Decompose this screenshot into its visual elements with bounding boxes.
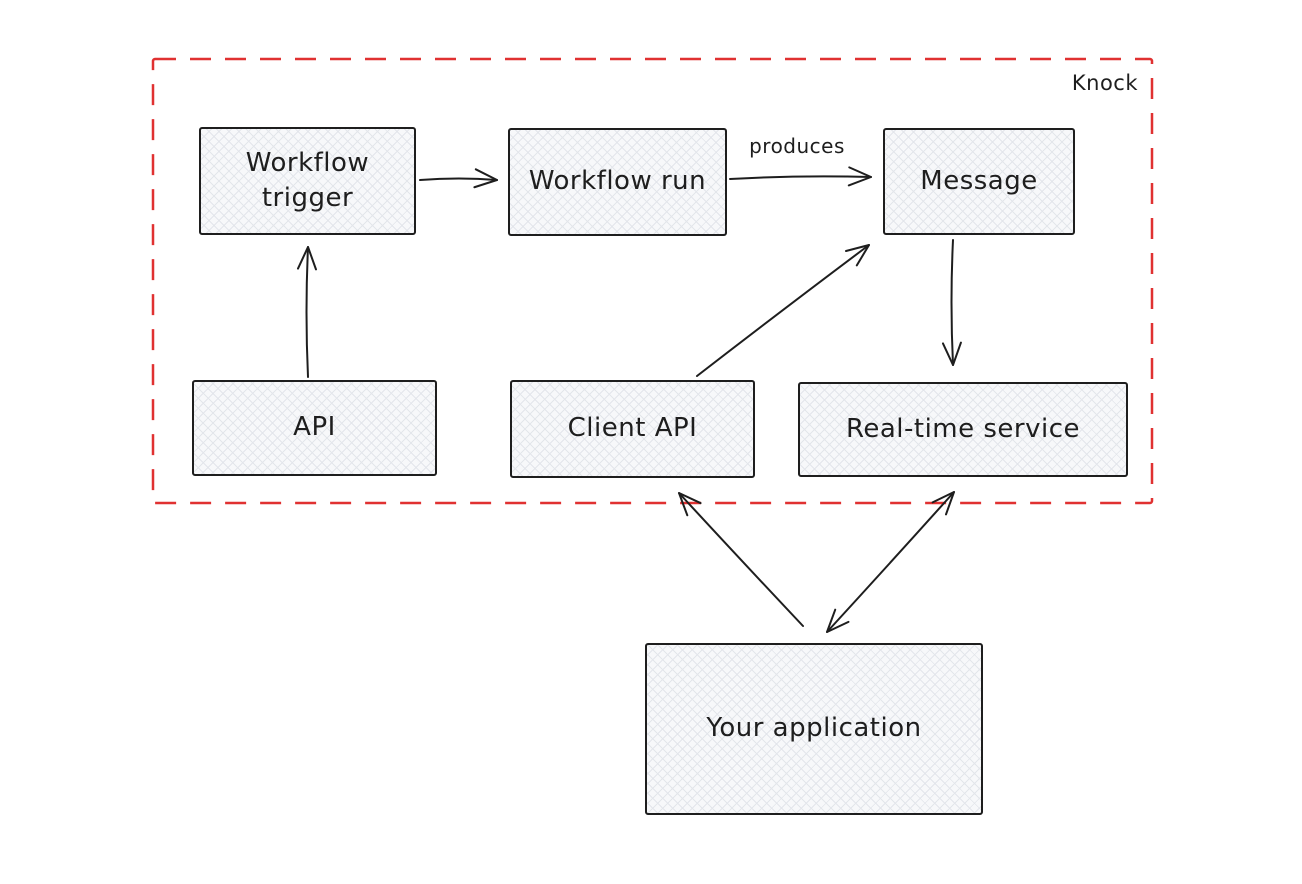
node-client-api-label: Client API	[567, 413, 698, 444]
arrow-client-api-to-message	[696, 244, 870, 377]
node-api: API	[192, 380, 437, 476]
arrow-your-application-to-client-api	[678, 492, 804, 627]
arrow-api-to-workflow-trigger	[296, 246, 317, 378]
node-your-application-label: Your application	[706, 713, 922, 744]
node-message-label: Message	[920, 165, 1038, 196]
node-client-api: Client API	[510, 380, 755, 478]
node-message: Message	[883, 128, 1075, 235]
arrow-workflow-run-to-message	[729, 166, 872, 187]
arrow-message-to-realtime-service	[941, 239, 962, 366]
node-your-application: Your application	[645, 643, 983, 815]
arrow-workflow-trigger-to-workflow-run	[419, 168, 498, 189]
node-workflow-run: Workflow run	[508, 128, 727, 236]
node-workflow-trigger-label: Workflow trigger	[245, 147, 370, 213]
node-workflow-run-label: Workflow run	[528, 166, 707, 197]
node-realtime-service: Real-time service	[798, 382, 1128, 477]
node-api-label: API	[293, 412, 336, 443]
node-workflow-trigger: Workflow trigger	[199, 127, 416, 235]
arrow-your-application-realtime-service-bidirectional	[826, 491, 955, 633]
edge-label-produces: produces	[749, 134, 845, 158]
node-realtime-service-label: Real-time service	[845, 413, 1081, 444]
knock-boundary-label: Knock	[1071, 71, 1138, 95]
